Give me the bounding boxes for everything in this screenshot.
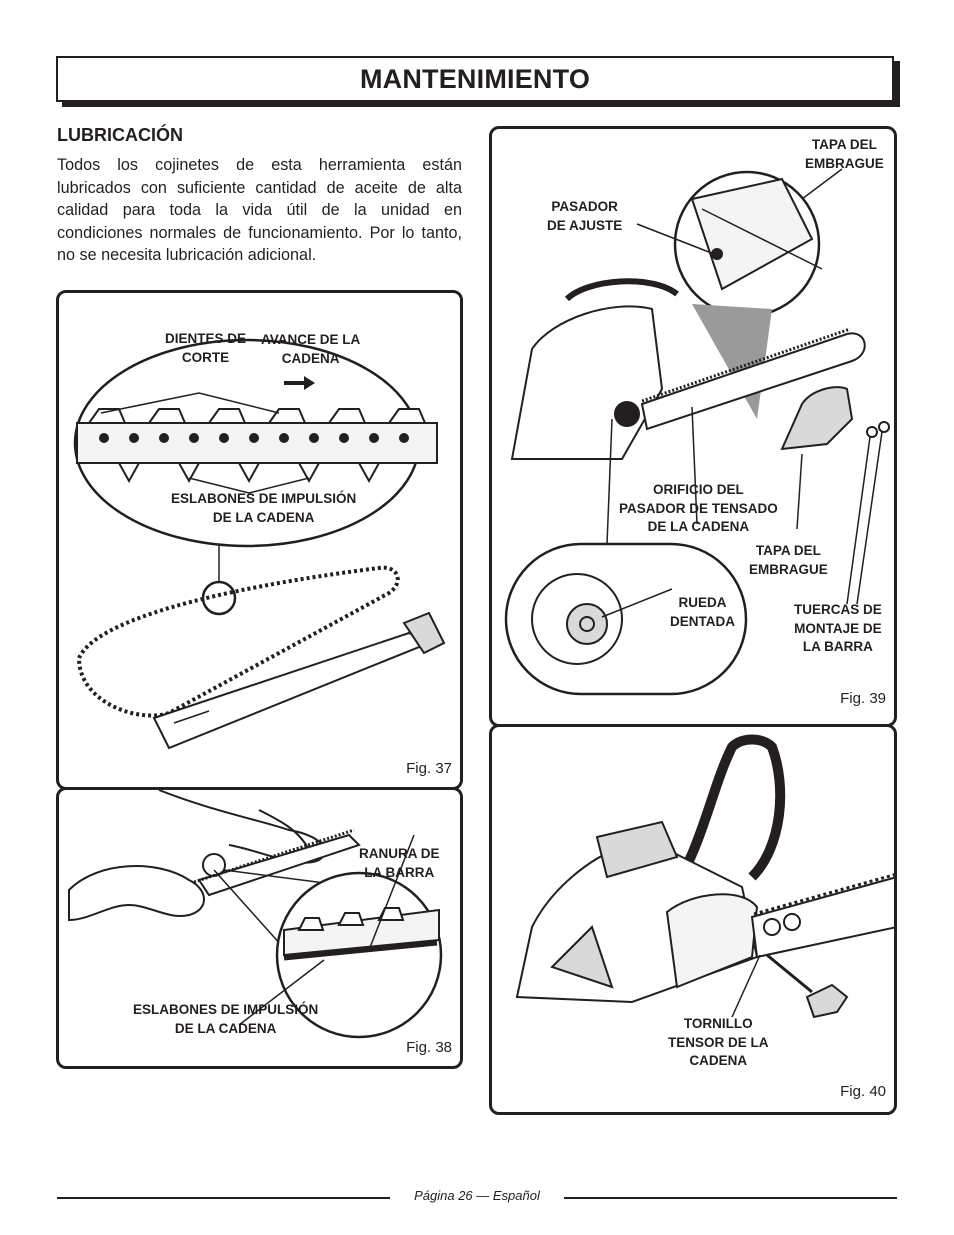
fig39-label-tension-pin-hole: ORIFICIO DEL PASADOR DE TENSADO DE LA CA… xyxy=(619,482,778,534)
figure-40-illustration xyxy=(515,734,894,1019)
figure-39-illustration xyxy=(504,168,890,696)
fig37-label-chain-advance: AVANCE DE LA CADENA xyxy=(261,332,361,366)
section-body: Todos los cojinetes de esta herramienta … xyxy=(57,156,462,265)
figure-40-panel: TORNILLO TENSOR DE LA CADENA Fig. 40 xyxy=(489,724,897,1115)
footer-rule-left xyxy=(57,1197,390,1199)
figure-39-panel: TAPA DEL EMBRAGUE PASADOR DE AJUSTE ORIF… xyxy=(489,126,897,727)
fig40-label-tension-screw: TORNILLO TENSOR DE LA CADENA xyxy=(668,1016,769,1068)
fig39-label-sprocket: RUEDA DENTADA xyxy=(670,595,735,629)
fig39-label-clutch-cover-top: TAPA DEL EMBRAGUE xyxy=(805,137,884,171)
figure-37-illustration xyxy=(73,338,446,750)
fig39-label-bar-nuts: TUERCAS DE MONTAJE DE LA BARRA xyxy=(794,602,882,654)
fig38-caption: Fig. 38 xyxy=(406,1039,452,1056)
figure-38-illustration xyxy=(68,790,443,1039)
fig38-label-bar-groove: RANURA DE LA BARRA xyxy=(359,846,440,880)
fig39-label-adjust-pin: PASADOR DE AJUSTE xyxy=(547,199,623,233)
fig40-caption: Fig. 40 xyxy=(840,1083,886,1100)
figure-37-panel: DIENTES DE CORTE AVANCE DE LA CADENA ESL… xyxy=(56,290,463,790)
section-heading: LUBRICACIÓN xyxy=(57,125,183,145)
page-title: MANTENIMIENTO xyxy=(359,63,591,94)
fig37-label-drive-links: ESLABONES DE IMPULSIÓN DE LA CADENA xyxy=(171,491,357,525)
fig37-caption: Fig. 37 xyxy=(406,760,452,777)
fig39-label-clutch-cover: TAPA DEL EMBRAGUE xyxy=(749,543,828,577)
footer-page-number: Página 26 — Español xyxy=(414,1188,540,1203)
footer-rule-right xyxy=(564,1197,897,1199)
fig39-caption: Fig. 39 xyxy=(840,690,886,707)
page-title-box: MANTENIMIENTO xyxy=(56,56,894,102)
fig37-label-cutting-teeth: DIENTES DE CORTE xyxy=(165,331,247,365)
fig38-label-drive-links: ESLABONES DE IMPULSIÓN DE LA CADENA xyxy=(133,1002,319,1036)
figure-38-panel: RANURA DE LA BARRA ESLABONES DE IMPULSIÓ… xyxy=(56,787,463,1069)
